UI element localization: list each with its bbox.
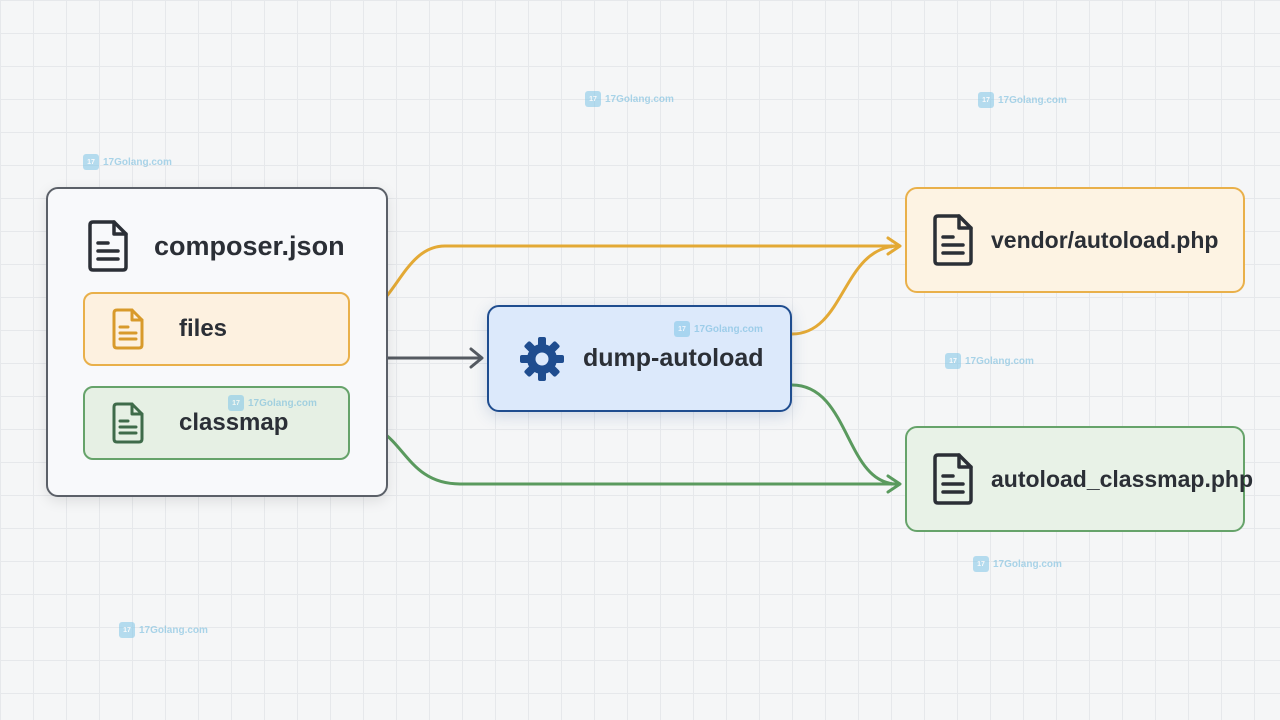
composer-json-header: composer.json [86,219,345,273]
arrowhead-classmap-php [886,474,902,494]
composer-json-label: composer.json [154,230,345,261]
document-icon [931,452,975,506]
edge-dump-to-vendor [790,244,899,336]
edge-classmap-to-php [348,420,899,486]
autoload-classmap-label: autoload_classmap.php [991,465,1254,492]
dump-autoload-label: dump-autoload [583,344,764,372]
autoload-classmap-node[interactable]: autoload_classmap.php [905,426,1253,532]
vendor-autoload-node[interactable]: vendor/autoload.php [905,187,1245,293]
arrowhead-dump [469,347,484,369]
classmap-node[interactable]: classmap [83,386,350,460]
files-node[interactable]: files [83,292,350,366]
vendor-autoload-label: vendor/autoload.php [991,226,1219,253]
document-icon [86,219,130,273]
document-icon [111,402,145,444]
gear-icon [519,336,565,382]
dump-autoload-node[interactable]: dump-autoload [487,305,792,412]
classmap-label: classmap [179,409,289,436]
document-icon [931,213,975,267]
document-icon [111,308,145,350]
edge-dump-to-classmap-php [790,383,899,486]
files-label: files [179,315,228,342]
arrowhead-vendor [886,236,902,256]
